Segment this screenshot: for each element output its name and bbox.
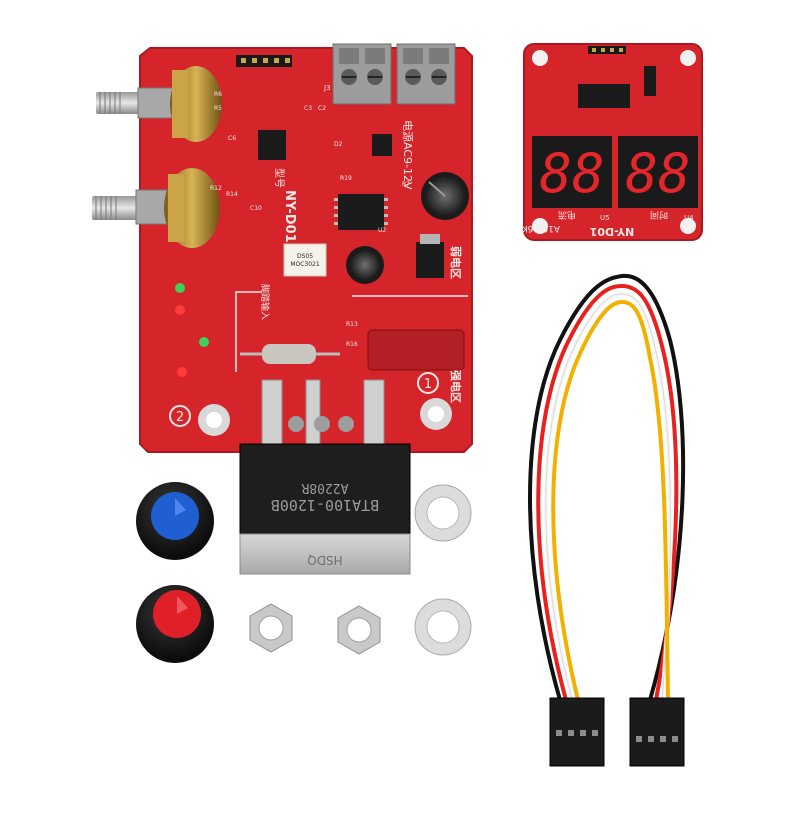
regulator — [416, 242, 444, 278]
cable-connector-left — [549, 697, 605, 767]
svg-text:U5: U5 — [600, 214, 610, 222]
knob-blue — [136, 482, 214, 560]
svg-text:R13: R13 — [346, 321, 358, 328]
model-label: NY-D01 — [282, 190, 297, 243]
svg-text:MOC3021: MOC3021 — [290, 261, 320, 268]
svg-text:C3: C3 — [304, 105, 312, 112]
svg-text:脚踏输入: 脚踏输入 — [259, 284, 271, 320]
hex-nut-1 — [249, 603, 293, 653]
svg-text:R5: R5 — [214, 105, 222, 112]
svg-text:R19: R19 — [340, 175, 352, 182]
potentiometer-current — [96, 66, 222, 142]
svg-text:R12: R12 — [210, 185, 222, 192]
display-model-label: NY-D01 — [590, 225, 635, 238]
washer-1 — [414, 484, 472, 542]
svg-text:HSDQ: HSDQ — [307, 553, 342, 567]
svg-text:R14: R14 — [226, 191, 238, 198]
svg-text:C6: C6 — [228, 135, 236, 142]
svg-text:R6: R6 — [214, 91, 222, 98]
screw-terminal-right — [396, 43, 456, 105]
svg-text:R16: R16 — [346, 341, 358, 348]
led-red — [175, 305, 185, 315]
mount-hole-2: 2 — [169, 404, 230, 436]
knob-red — [136, 585, 214, 663]
svg-text:DS05: DS05 — [297, 253, 313, 260]
svg-text:电流: 电流 — [558, 209, 576, 221]
ic-chip — [258, 130, 286, 160]
svg-text:U2: U2 — [378, 227, 386, 234]
main-pcb: DS05 MOC3021 2 1 NY-D01 型号 电源AC9 — [92, 43, 473, 453]
svg-text:型号: 型号 — [273, 168, 286, 188]
svg-text:时间: 时间 — [650, 209, 668, 221]
svg-text:C2: C2 — [318, 105, 326, 112]
potentiometer-time — [92, 168, 220, 248]
weak-zone-label: 弱电区 — [449, 246, 463, 279]
svg-text:BTA100-1200B: BTA100-1200B — [271, 496, 379, 514]
screw-terminal-left — [332, 43, 392, 105]
svg-text:C10: C10 — [250, 205, 262, 212]
ribbon-cable — [528, 273, 686, 702]
display-time: 88 — [618, 136, 698, 208]
triac: BTA100-1200B A2208R HSDQ — [239, 379, 411, 575]
ic-chip-2 — [338, 194, 384, 230]
strong-zone-label: 强电区 — [449, 370, 463, 403]
resistor — [240, 344, 340, 364]
washer-2 — [414, 598, 472, 656]
display-current: 88 — [532, 136, 612, 208]
hex-nut-2 — [337, 605, 381, 655]
svg-text:2: 2 — [176, 410, 184, 425]
svg-text:88: 88 — [539, 142, 604, 205]
capacitor-small — [346, 246, 384, 284]
svg-text:A106-6K: A106-6K — [521, 223, 560, 233]
svg-text:88: 88 — [625, 142, 690, 205]
svg-text:1: 1 — [424, 377, 432, 392]
supply-label: 电源AC9-12V — [401, 120, 415, 190]
pin-header — [236, 55, 292, 67]
svg-text:D2: D2 — [334, 141, 343, 148]
svg-text:U4: U4 — [684, 214, 694, 222]
svg-text:J3: J3 — [323, 84, 331, 92]
svg-text:R7: R7 — [402, 181, 410, 188]
optocoupler: DS05 MOC3021 — [283, 243, 327, 277]
display-pcb: 88 88 NY-D01 A106-6K 电流 时间 U5 U4 — [521, 43, 703, 241]
led-green — [175, 283, 185, 293]
cable-connector-right — [629, 697, 685, 767]
film-capacitor — [367, 329, 465, 371]
svg-text:A2208R: A2208R — [301, 480, 348, 495]
mount-hole-1: 1 — [417, 372, 452, 430]
capacitor-large — [421, 172, 469, 220]
